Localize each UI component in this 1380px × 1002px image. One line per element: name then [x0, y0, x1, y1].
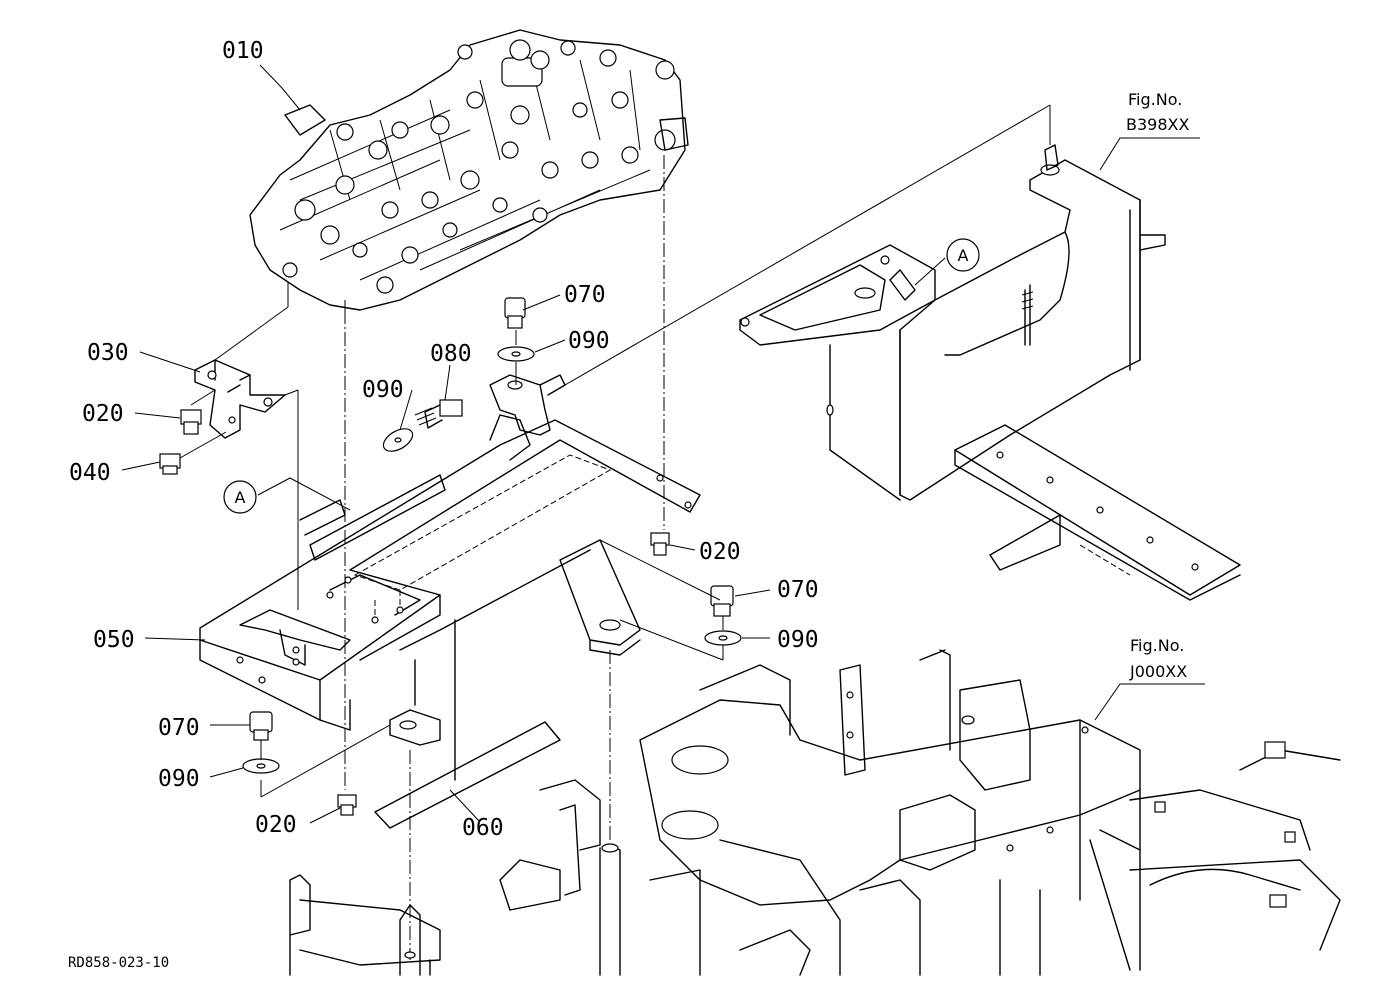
- part-label-090: 090: [158, 766, 200, 792]
- part-label-090: 090: [362, 377, 404, 403]
- drawing-code: RD858-023-10: [68, 955, 169, 971]
- bolt-020-upper: [180, 389, 216, 435]
- base-frame-050: [199, 414, 701, 731]
- support-column: [389, 539, 641, 781]
- callout-a-right: A: [946, 238, 980, 272]
- callout-a-right-letter: A: [958, 246, 969, 265]
- valve-mount-bracket: [194, 359, 286, 439]
- part-label-010: 010: [222, 38, 264, 64]
- part-label-090: 090: [777, 627, 819, 653]
- part-label-040: 040: [69, 460, 111, 486]
- plug-070-right: [704, 585, 742, 646]
- part-label-060: 060: [462, 815, 504, 841]
- figure-ref-label-j000xx: Fig.No.: [1130, 636, 1184, 655]
- part-label-020: 020: [255, 812, 297, 838]
- part-label-070: 070: [777, 577, 819, 603]
- mount-bracket-upper: [489, 374, 566, 436]
- figure-ref-number-j000xx: J000XX: [1129, 662, 1187, 681]
- part-label-080: 080: [430, 341, 472, 367]
- right-cover-assembly: [739, 144, 1241, 601]
- part-label-070: 070: [564, 282, 606, 308]
- part-label-030: 030: [87, 340, 129, 366]
- control-valve-assembly: [249, 29, 689, 320]
- callout-a-left-letter: A: [235, 488, 246, 507]
- part-label-020: 020: [82, 401, 124, 427]
- lower-chassis: [289, 649, 1341, 976]
- figure-ref-label-b398xx: Fig.No.: [1128, 90, 1182, 109]
- part-label-090: 090: [568, 328, 610, 354]
- part-label-070: 070: [158, 715, 200, 741]
- leader-lines: [121, 64, 1205, 824]
- bolt-020-right: [650, 532, 670, 556]
- assembly-centerlines: [284, 155, 665, 960]
- bolt-080: [382, 399, 463, 452]
- part-label-050: 050: [93, 627, 135, 653]
- callout-a-left: A: [223, 480, 257, 514]
- plug-070-lower: [242, 711, 280, 774]
- bolt-040: [159, 431, 227, 475]
- reference-line: [564, 104, 1051, 386]
- bolt-020-lower: [337, 794, 357, 816]
- figure-ref-number-b398xx: B398XX: [1126, 115, 1189, 134]
- part-label-020: 020: [699, 539, 741, 565]
- plate-060: [374, 721, 561, 829]
- plug-070-upper: [497, 297, 535, 362]
